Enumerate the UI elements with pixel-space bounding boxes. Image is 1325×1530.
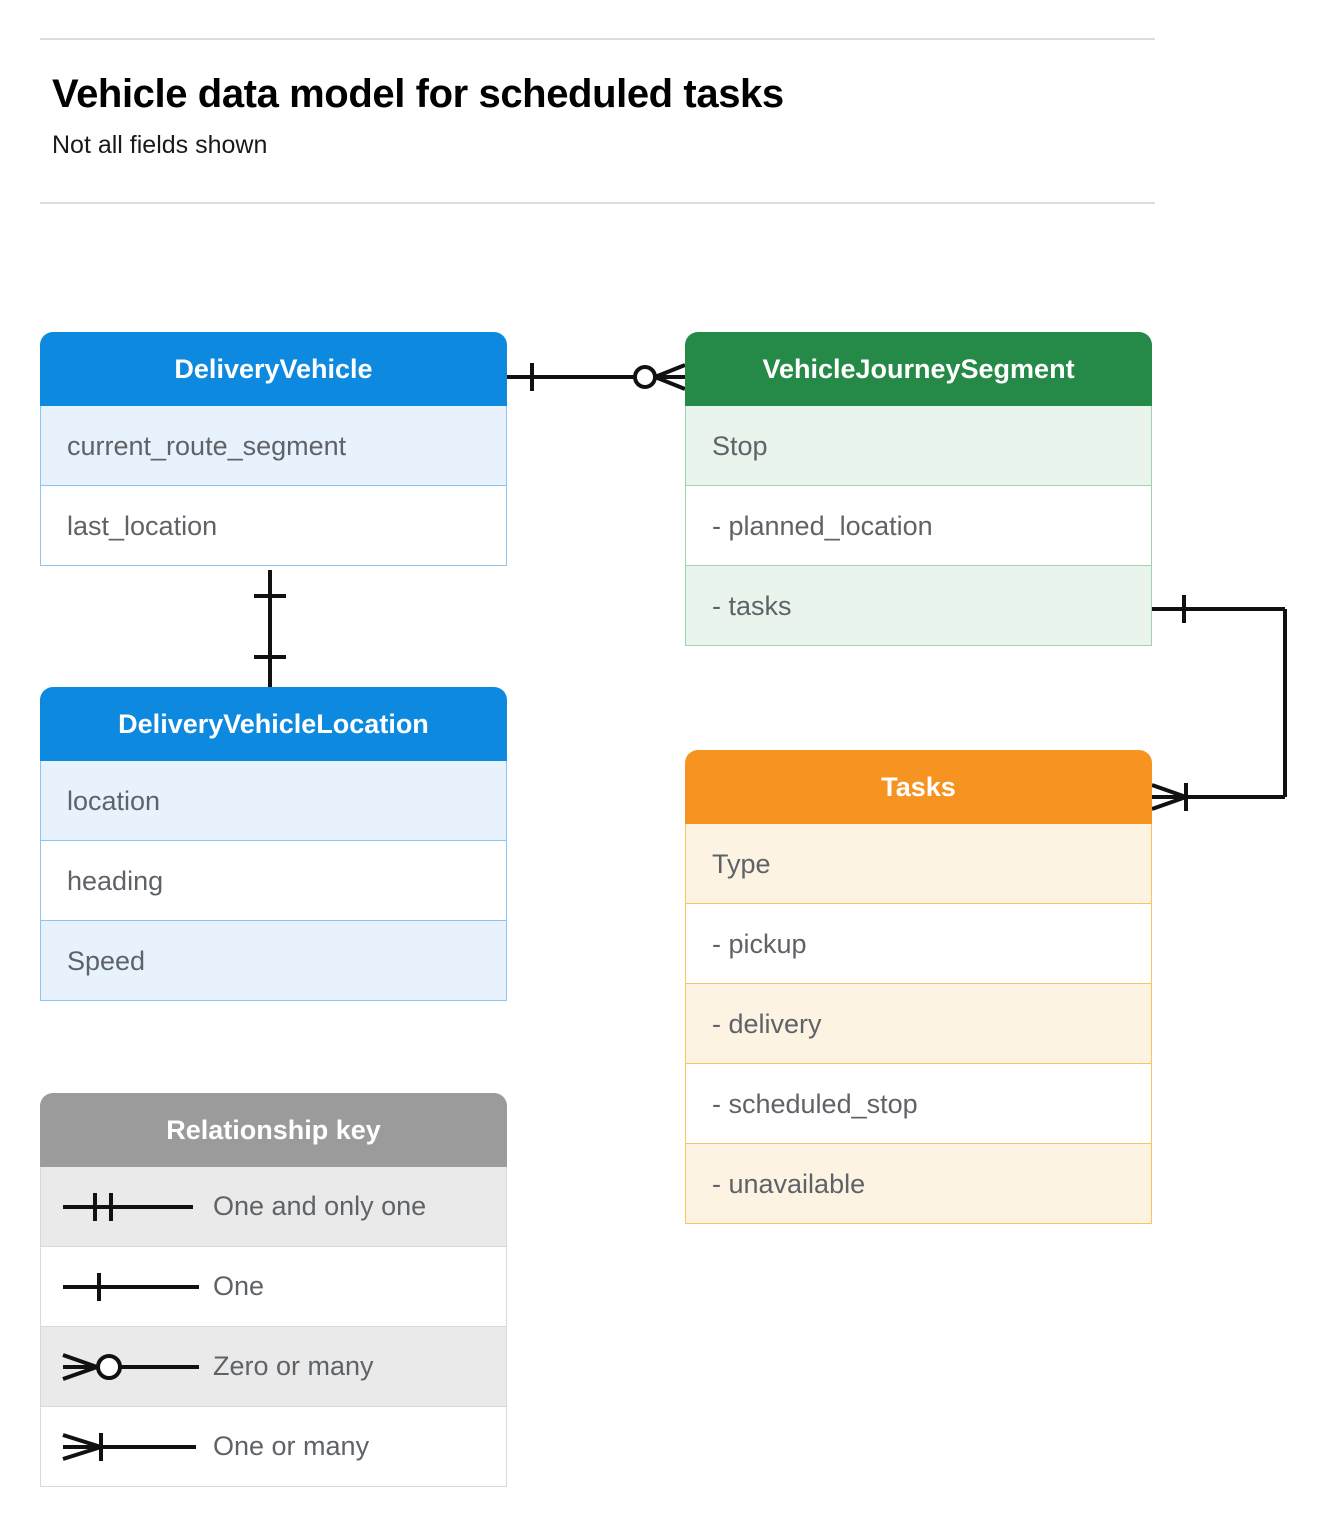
header-divider-top xyxy=(40,38,1155,40)
entity-field-row: - unavailable xyxy=(685,1144,1152,1224)
entity-header-delivery-vehicle-location: DeliveryVehicleLocation xyxy=(40,687,507,761)
entity-field-row: - delivery xyxy=(685,984,1152,1064)
one-icon xyxy=(41,1247,213,1326)
legend-header: Relationship key xyxy=(40,1093,507,1167)
page-title: Vehicle data model for scheduled tasks xyxy=(52,72,784,116)
entity-vehicle-journey-segment[interactable]: VehicleJourneySegment Stop - planned_loc… xyxy=(685,332,1152,646)
legend-item-one-or-many: One or many xyxy=(40,1407,507,1487)
legend-item-zero-or-many: Zero or many xyxy=(40,1327,507,1407)
entity-field-row: heading xyxy=(40,841,507,921)
connector-deliveryvehicle-vehiclejourneysegment xyxy=(507,363,686,391)
legend-item-one: One xyxy=(40,1247,507,1327)
entity-header-tasks: Tasks xyxy=(685,750,1152,824)
entity-header-delivery-vehicle: DeliveryVehicle xyxy=(40,332,507,406)
entity-header-vehicle-journey-segment: VehicleJourneySegment xyxy=(685,332,1152,406)
entity-field-row: - pickup xyxy=(685,904,1152,984)
page-subtitle: Not all fields shown xyxy=(52,131,268,159)
entity-field-row: Stop xyxy=(685,406,1152,486)
entity-field-row: - tasks xyxy=(685,566,1152,646)
entity-tasks[interactable]: Tasks Type - pickup - delivery - schedul… xyxy=(685,750,1152,1224)
entity-field-row: location xyxy=(40,761,507,841)
entity-field-row: Type xyxy=(685,824,1152,904)
one-or-many-icon xyxy=(41,1407,213,1486)
entity-delivery-vehicle[interactable]: DeliveryVehicle current_route_segment la… xyxy=(40,332,507,566)
entity-field-row: last_location xyxy=(40,486,507,566)
connector-vehiclejourneysegment-tasks xyxy=(1151,595,1287,811)
entity-delivery-vehicle-location[interactable]: DeliveryVehicleLocation location heading… xyxy=(40,687,507,1001)
entity-field-row: - scheduled_stop xyxy=(685,1064,1152,1144)
entity-field-row: current_route_segment xyxy=(40,406,507,486)
header-divider-bottom xyxy=(40,202,1155,204)
legend-item-label: One and only one xyxy=(213,1191,427,1221)
legend-item-one-and-only-one: One and only one xyxy=(40,1167,507,1247)
relationship-key-legend: Relationship key One and only one xyxy=(40,1093,507,1487)
legend-item-label: One xyxy=(213,1271,265,1301)
connector-deliveryvehicle-deliveryvehiclelocation xyxy=(254,570,286,687)
legend-item-label: Zero or many xyxy=(213,1351,374,1381)
entity-field-row: - planned_location xyxy=(685,486,1152,566)
one-and-only-one-icon xyxy=(41,1167,213,1246)
entity-field-row: Speed xyxy=(40,921,507,1001)
zero-or-many-icon xyxy=(41,1327,213,1406)
legend-item-label: One or many xyxy=(213,1431,370,1461)
